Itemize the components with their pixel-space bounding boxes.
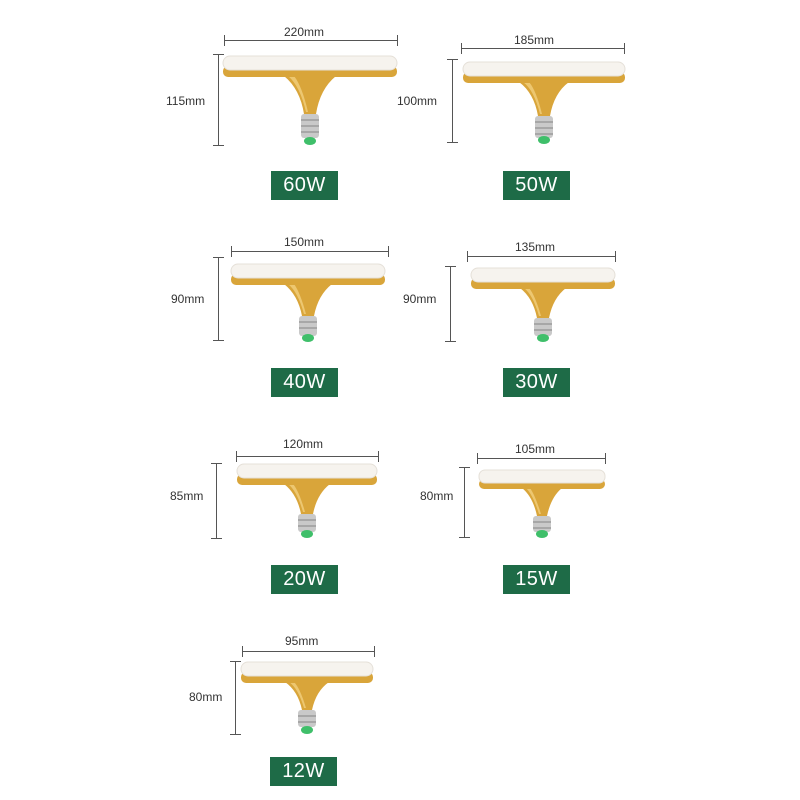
- height-tick-bottom: [459, 537, 470, 538]
- height-tick-top: [447, 59, 458, 60]
- width-tick-right: [374, 646, 375, 657]
- height-dimension-line: [216, 463, 217, 539]
- ufo-led-bulb-icon: [470, 267, 616, 342]
- height-tick-top: [445, 266, 456, 267]
- height-tick-top: [230, 661, 241, 662]
- ufo-led-bulb-icon: [236, 463, 378, 538]
- wattage-badge: 50W: [503, 171, 570, 200]
- height-tick-bottom: [230, 734, 241, 735]
- wattage-badge: 20W: [271, 565, 338, 594]
- height-dimension-line: [450, 266, 451, 342]
- width-tick-left: [467, 251, 468, 262]
- height-tick-bottom: [447, 142, 458, 143]
- width-label: 220mm: [284, 25, 325, 39]
- height-label: 80mm: [420, 489, 454, 503]
- width-tick-right: [615, 251, 616, 262]
- height-tick-top: [213, 54, 224, 55]
- height-tick-bottom: [445, 341, 456, 342]
- width-label: 95mm: [285, 634, 319, 648]
- width-tick-right: [378, 451, 379, 462]
- width-label: 135mm: [515, 240, 556, 254]
- wattage-badge: 12W: [270, 757, 337, 786]
- width-tick-right: [397, 35, 398, 46]
- width-label: 120mm: [283, 437, 324, 451]
- width-label: 185mm: [514, 33, 555, 47]
- width-dimension-line: [477, 458, 606, 459]
- height-tick-top: [211, 463, 222, 464]
- width-label: 150mm: [284, 235, 325, 249]
- height-tick-bottom: [211, 538, 222, 539]
- height-tick-bottom: [213, 340, 224, 341]
- height-tick-top: [459, 467, 470, 468]
- width-tick-left: [236, 451, 237, 462]
- width-dimension-line: [461, 48, 625, 49]
- height-dimension-line: [464, 467, 465, 538]
- width-dimension-line: [231, 251, 389, 252]
- height-label: 90mm: [403, 292, 437, 306]
- width-tick-left: [242, 646, 243, 657]
- height-label: 100mm: [397, 94, 438, 108]
- width-tick-right: [605, 453, 606, 464]
- ufo-led-bulb-icon: [222, 55, 398, 145]
- height-label: 90mm: [171, 292, 205, 306]
- height-label: 80mm: [189, 690, 223, 704]
- width-dimension-line: [224, 40, 398, 41]
- height-dimension-line: [218, 257, 219, 341]
- width-dimension-line: [242, 651, 375, 652]
- height-dimension-line: [218, 54, 219, 146]
- wattage-badge: 30W: [503, 368, 570, 397]
- wattage-badge: 40W: [271, 368, 338, 397]
- width-tick-left: [231, 246, 232, 257]
- width-tick-left: [461, 43, 462, 54]
- height-dimension-line: [235, 661, 236, 735]
- height-label: 115mm: [166, 94, 206, 108]
- width-tick-right: [388, 246, 389, 257]
- ufo-led-bulb-icon: [462, 61, 626, 144]
- width-dimension-line: [467, 256, 616, 257]
- ufo-led-bulb-icon: [478, 469, 606, 538]
- height-tick-bottom: [213, 145, 224, 146]
- ufo-led-bulb-icon: [230, 263, 386, 342]
- height-tick-top: [213, 257, 224, 258]
- width-tick-right: [624, 43, 625, 54]
- width-label: 105mm: [515, 442, 556, 456]
- height-label: 85mm: [170, 489, 204, 503]
- wattage-badge: 15W: [503, 565, 570, 594]
- width-tick-left: [224, 35, 225, 46]
- wattage-badge: 60W: [271, 171, 338, 200]
- ufo-led-bulb-icon: [240, 661, 374, 734]
- height-dimension-line: [452, 59, 453, 143]
- width-dimension-line: [236, 456, 379, 457]
- width-tick-left: [477, 453, 478, 464]
